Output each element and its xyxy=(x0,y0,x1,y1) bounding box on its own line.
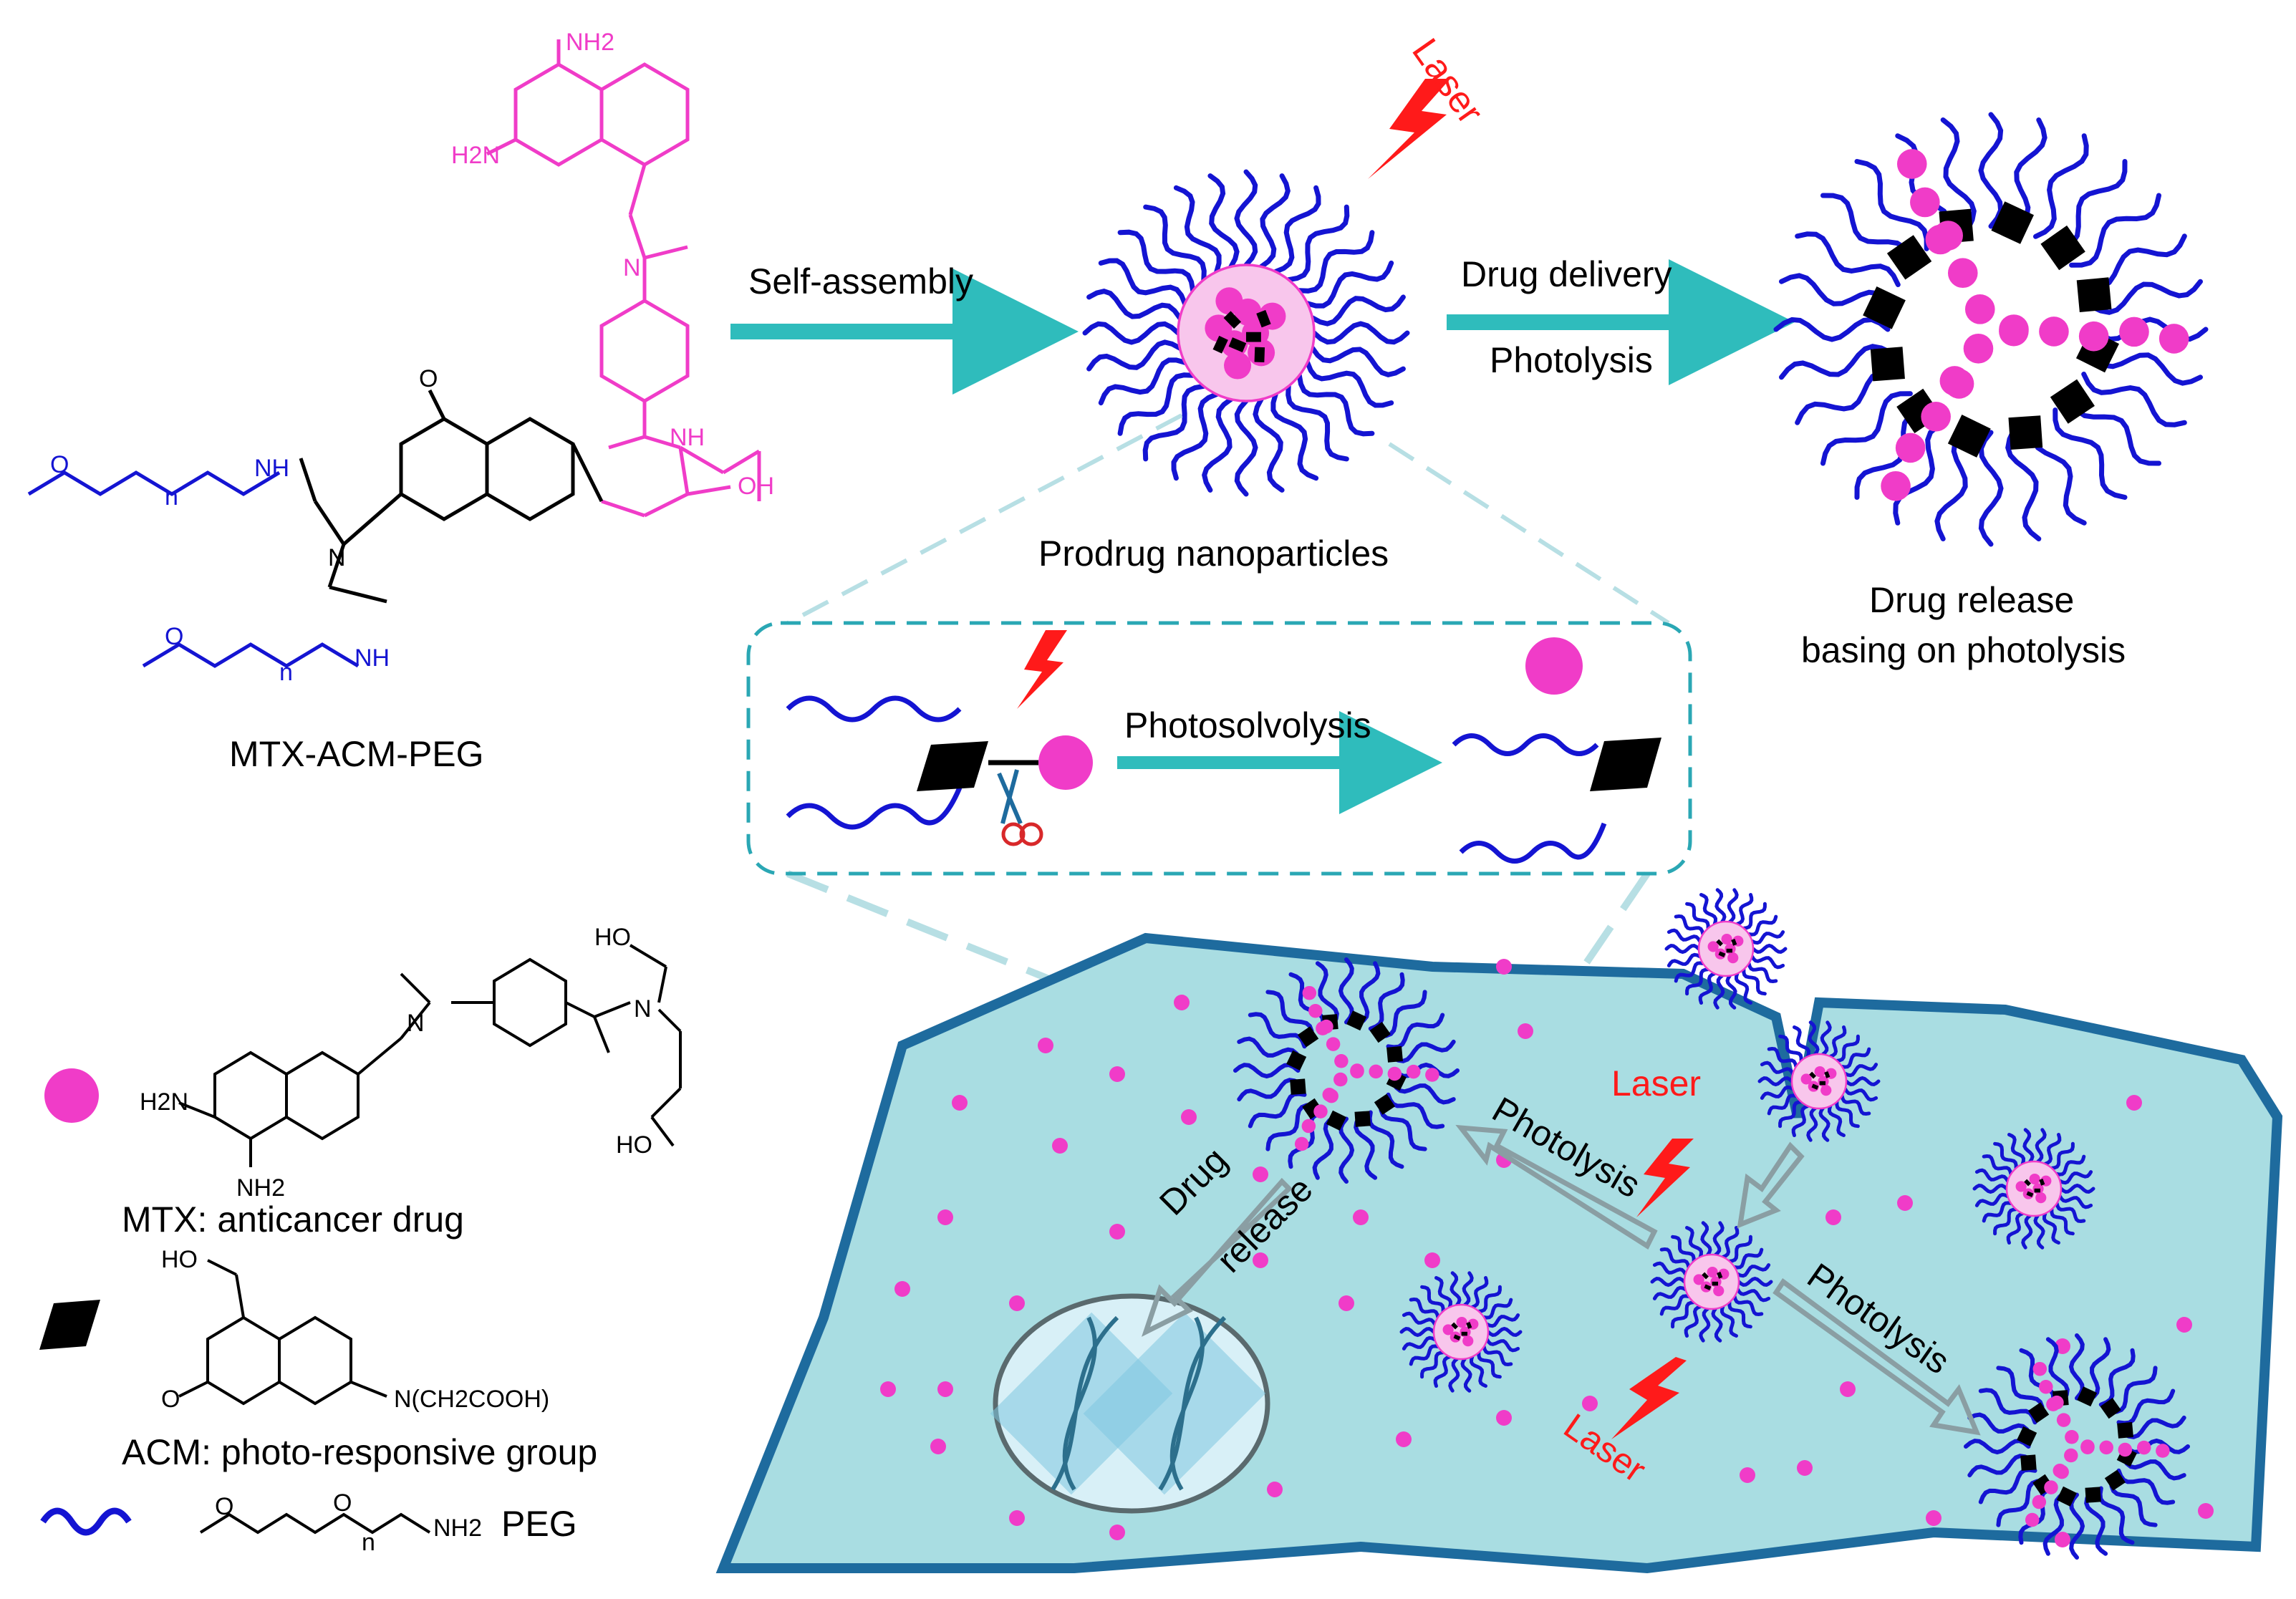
legend-mtx-label: MTX: anticancer drug xyxy=(122,1199,464,1240)
n-methyl-label: N xyxy=(623,254,641,281)
amide-nh-label: NH xyxy=(670,424,705,451)
peg-o-1: O xyxy=(50,451,69,478)
mtx-h2n: H2N xyxy=(140,1088,188,1116)
mtx-acm-peg-structure: NH2 H2N N NH OH O N O n NH O n NH MTX- xyxy=(27,29,774,774)
acm-linker-square-free xyxy=(1590,738,1661,791)
released-nanoparticle xyxy=(1773,112,2209,547)
legend-mtx-structure xyxy=(178,944,682,1167)
peg-chains xyxy=(27,470,360,668)
photosolvolysis-label: Photosolvolysis xyxy=(1124,705,1371,745)
drug-release-label-2: basing on photolysis xyxy=(1801,630,2126,670)
legend-peg-wave xyxy=(40,1507,132,1536)
legend-acm-square xyxy=(39,1300,100,1350)
mtx-drug-dot xyxy=(1038,735,1093,790)
cell-nanoparticles xyxy=(1233,888,2190,1560)
molecule-name: MTX-ACM-PEG xyxy=(229,734,484,774)
acm-o: O xyxy=(161,1386,180,1413)
laser-bolt-top: Laser xyxy=(1368,32,1491,179)
legend: HO HO H2N NH2 N N MTX: anticancer drug H… xyxy=(39,924,682,1556)
laser-bolt-zoom xyxy=(1017,630,1067,709)
laser-label-cell-1: Laser xyxy=(1611,1063,1701,1103)
carbonyl-o-label: O xyxy=(419,365,438,392)
amine-n-label: N xyxy=(328,544,346,571)
acm-core xyxy=(299,389,604,604)
legend-mtx-dot xyxy=(44,1068,99,1123)
mtx-n: N xyxy=(407,1010,425,1037)
peg-legend-nh2: NH2 xyxy=(433,1515,482,1542)
self-assembly-arrow: Self-assembly xyxy=(730,261,1079,395)
peg-nh-2: NH xyxy=(354,644,390,672)
peg-o-2: O xyxy=(165,623,183,650)
cell-drug-dots xyxy=(880,959,2214,1547)
drug-release-label-1: Drug release xyxy=(1869,580,2074,620)
photolysis-label-top: Photolysis xyxy=(1490,340,1653,380)
self-assembly-label: Self-assembly xyxy=(748,261,973,301)
released-drug-dot xyxy=(1525,637,1583,695)
peg-legend-o2: O xyxy=(333,1489,352,1517)
oh-label: OH xyxy=(738,473,774,500)
tumor-cell xyxy=(715,932,2283,1574)
mtx-nh: N xyxy=(634,995,652,1023)
cell-arrows xyxy=(1142,1124,1981,1436)
drug-delivery-label: Drug delivery xyxy=(1461,254,1672,294)
nh2-label: NH2 xyxy=(566,29,614,56)
acm-linker-square xyxy=(917,741,988,791)
legend-acm-structure xyxy=(178,1259,387,1406)
acm-ho: HO xyxy=(161,1246,198,1273)
peg-legend-n: n xyxy=(362,1529,375,1556)
legend-acm-label: ACM: photo-responsive group xyxy=(122,1432,597,1472)
acm-substituent: N(CH2COOH) xyxy=(394,1386,549,1413)
mtx-ho-bottom: HO xyxy=(616,1131,652,1159)
peg-legend-o1: O xyxy=(215,1493,233,1520)
dna-helix-icon xyxy=(1051,1315,1227,1491)
prodrug-nanoparticles-label: Prodrug nanoparticles xyxy=(1038,533,1389,574)
peg-n-1: n xyxy=(165,483,178,511)
h2n-label: H2N xyxy=(451,142,500,169)
legend-peg-label: PEG xyxy=(501,1504,577,1544)
photosolvolysis-detail: Photosolvolysis xyxy=(786,630,1661,864)
laser-bolt-cell-top: Laser xyxy=(1611,1063,1701,1217)
mtx-fragment xyxy=(486,39,761,518)
mtx-nh2: NH2 xyxy=(236,1174,285,1202)
peg-nh-1: NH xyxy=(254,455,289,482)
mtx-ho-top: HO xyxy=(594,924,631,951)
nucleus xyxy=(990,1293,1270,1514)
peg-n-2: n xyxy=(279,659,293,686)
scissors-icon xyxy=(997,769,1043,846)
prodrug-nanoparticle xyxy=(1082,169,1410,497)
drug-delivery-arrow: Drug delivery Photolysis xyxy=(1447,254,1795,385)
